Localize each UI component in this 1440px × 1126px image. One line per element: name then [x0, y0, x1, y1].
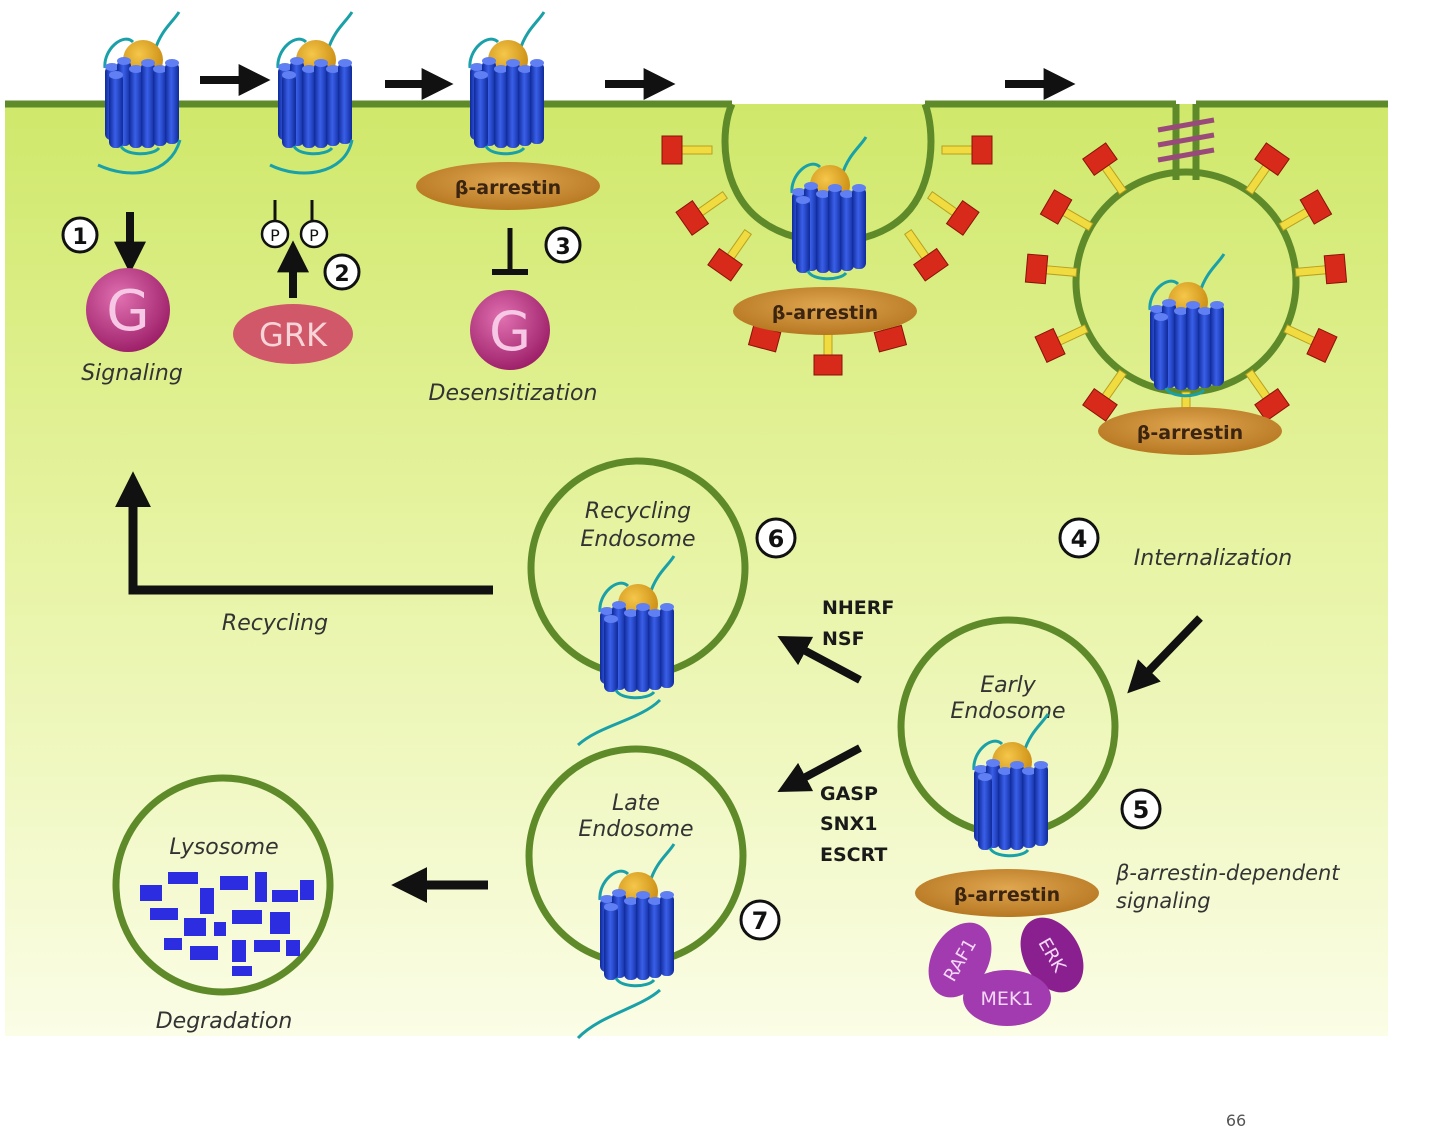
lysosome-membrane	[112, 774, 334, 996]
page-number: 66	[1226, 1111, 1246, 1126]
teal-tail	[576, 988, 662, 1040]
degradation-label: Degradation	[156, 1009, 293, 1034]
g-protein-label: G	[106, 279, 149, 344]
lysosome-label: Lysosome	[169, 835, 278, 860]
late-endosome-label-2: Endosome	[578, 817, 693, 842]
stage-5-early-endosome: Early Endosome β-arrestin RAF1 ERK MEK1 …	[897, 616, 1340, 1026]
stage-1-signaling: 1 G Signaling	[61, 10, 183, 386]
teal-tail	[576, 698, 662, 747]
arrestin-label-stage-3: β-arrestin	[455, 177, 561, 199]
arrestin-stage-3	[416, 162, 600, 210]
membrane-arrows	[200, 64, 1076, 100]
teal-tail	[269, 139, 354, 175]
grk-label: GRK	[259, 316, 328, 354]
phospho-label-2: P	[309, 226, 319, 245]
stage-number-4: 4	[1071, 525, 1088, 553]
arrestin-vesicle	[1098, 407, 1282, 455]
dynamin-collar	[1157, 117, 1215, 163]
late-endosome-label-1: Late	[612, 791, 660, 816]
erk-kinase	[1020, 917, 1084, 993]
lysosome: Lysosome Degradation	[112, 774, 334, 1034]
degraded-receptor-fragments	[140, 872, 314, 976]
recycling-factor-2: NSF	[822, 628, 865, 650]
stage-number-7-badge	[739, 899, 781, 941]
degradation-factor-3: ESCRT	[820, 844, 887, 866]
receptor-stage-1	[103, 10, 181, 156]
internalization-label: Internalization	[1134, 546, 1292, 571]
stage-number-3-badge	[544, 226, 582, 264]
early-endosome-label-1: Early	[980, 673, 1037, 698]
stage-4-internalization: β-arrestin 4 Internalization	[1024, 117, 1348, 694]
stage-number-3: 3	[555, 235, 570, 260]
to-late-endosome-arrow	[777, 744, 862, 793]
stage-number-6-badge	[755, 517, 797, 559]
arrestin-label-early-endosome: β-arrestin	[954, 884, 1060, 906]
degradation-sorting: GASP SNX1 ESCRT	[777, 744, 887, 866]
desensitization-label: Desensitization	[429, 381, 598, 406]
phospho-label-1: P	[270, 226, 280, 245]
recycling-endosome-label-2: Endosome	[580, 527, 695, 552]
recycling-endosome-label-1: Recycling	[585, 499, 691, 524]
arrestin-signaling-label-2: signaling	[1116, 889, 1211, 913]
stage-3-desensitization: β-arrestin 3 G Desensitization	[416, 10, 600, 406]
stage-2-phosphorylation: P P 2 GRK	[233, 10, 361, 364]
arrestin-label-pit: β-arrestin	[772, 302, 878, 324]
clathrin-coated-pit: β-arrestin	[661, 135, 993, 376]
g-protein-active	[86, 268, 170, 352]
arrestin-label-vesicle: β-arrestin	[1137, 422, 1243, 444]
stage-number-1: 1	[72, 225, 87, 250]
recycling-factor-1: NHERF	[822, 597, 894, 619]
arrestin-pit	[733, 287, 917, 335]
g-protein-inhibited-label: G	[489, 300, 531, 363]
g-protein-inhibited	[470, 290, 550, 370]
stage-number-7: 7	[752, 907, 769, 935]
stage-number-4-badge	[1058, 517, 1100, 559]
stage-number-1-badge	[61, 216, 99, 254]
receptor-stage-3	[468, 10, 546, 156]
degradation-factor-1: GASP	[820, 783, 878, 805]
grk-kinase	[233, 304, 353, 364]
stage-number-5: 5	[1133, 796, 1150, 824]
signaling-label: Signaling	[81, 361, 183, 386]
receptor-stage-2	[276, 10, 354, 156]
teal-tail	[97, 139, 182, 175]
recycling-label: Recycling	[222, 611, 328, 636]
to-recycling-endosome-arrow	[777, 635, 862, 684]
recycling-return-path	[115, 471, 493, 595]
stage-number-2: 2	[334, 262, 349, 287]
degradation-factor-2: SNX1	[820, 813, 877, 835]
to-early-endosome-arrow	[1127, 615, 1203, 694]
arrestin-signaling-label-1: β-arrestin-dependent	[1115, 861, 1340, 885]
stage-7-late-endosome: Late Endosome 7	[391, 745, 781, 1040]
arrestin-early-endosome	[915, 869, 1099, 917]
stage-6-recycling-endosome: Recycling Endosome 6 Recycling	[115, 457, 797, 747]
stage-number-6: 6	[768, 525, 785, 553]
mek1-label: MEK1	[981, 988, 1034, 1010]
stage-number-2-badge	[323, 253, 361, 291]
recycling-sorting: NHERF NSF	[777, 597, 894, 684]
stage-number-5-badge	[1120, 788, 1162, 830]
mek1-kinase	[963, 970, 1051, 1026]
early-endosome-label-2: Endosome	[950, 699, 1065, 724]
